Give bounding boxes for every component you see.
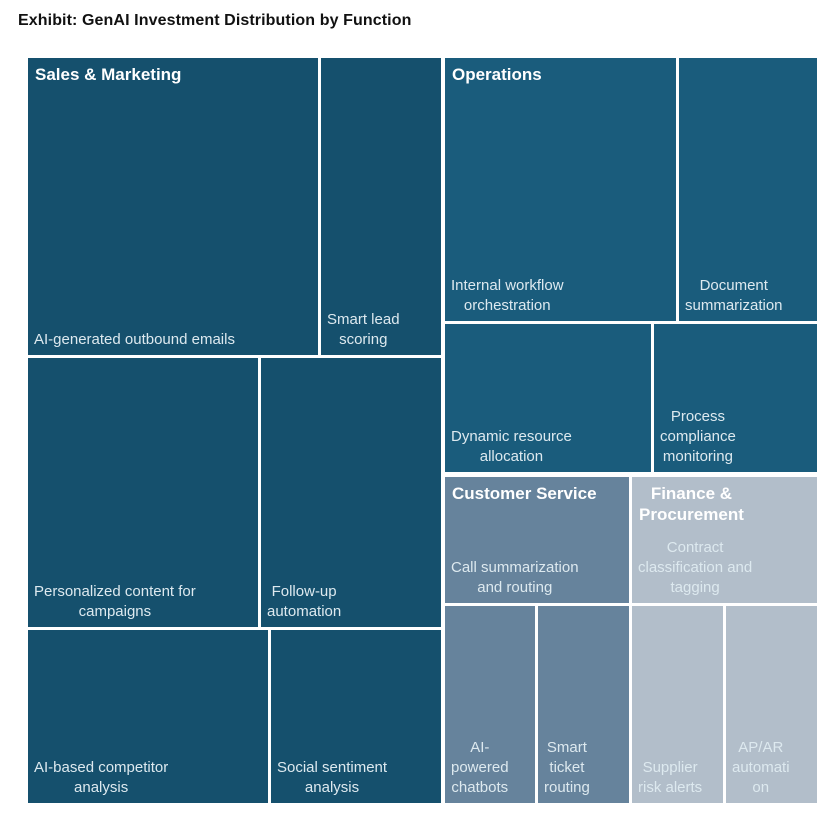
treemap-cell-internal-workflow-orchestration[interactable]: Operations Internal workflow orchestrati… [445, 58, 676, 321]
group-label-finance-procurement: Finance & Procurement [639, 484, 744, 525]
cell-label: Supplier risk alerts [638, 759, 703, 797]
cell-label: Follow-up automation [267, 583, 342, 621]
treemap-cell-call-summarization-and-routing[interactable]: Customer Service Call summarization and … [445, 477, 629, 603]
treemap-cell-ap-ar-automation[interactable]: AP/AR automati on [726, 606, 817, 803]
treemap-cell-contract-classification-and-tagging[interactable]: Finance & Procurement Contract classific… [632, 477, 817, 603]
group-label-operations: Operations [452, 65, 542, 84]
cell-label: Smart ticket routing [544, 739, 590, 797]
treemap-cell-ai-powered-chatbots[interactable]: AI- powered chatbots [445, 606, 535, 803]
treemap: Sales & Marketing AI-generated outbound … [28, 58, 817, 803]
treemap-cell-personalized-content-for-campaigns[interactable]: Personalized content for campaigns [28, 358, 258, 627]
cell-label: AI-generated outbound emails [34, 331, 235, 349]
cell-label: Process compliance monitoring [660, 408, 736, 466]
treemap-cell-smart-lead-scoring[interactable]: Smart lead scoring [321, 58, 441, 355]
treemap-cell-social-sentiment-analysis[interactable]: Social sentiment analysis [271, 630, 441, 803]
treemap-cell-supplier-risk-alerts[interactable]: Supplier risk alerts [632, 606, 723, 803]
cell-label: Smart lead scoring [327, 311, 400, 349]
cell-label: Contract classification and tagging [638, 539, 753, 597]
cell-label: Social sentiment analysis [277, 759, 388, 797]
treemap-cell-ai-generated-outbound-emails[interactable]: Sales & Marketing AI-generated outbound … [28, 58, 318, 355]
group-label-customer-service: Customer Service [452, 484, 597, 503]
treemap-cell-dynamic-resource-allocation[interactable]: Dynamic resource allocation [445, 324, 651, 472]
cell-label: Internal workflow orchestration [451, 277, 564, 315]
cell-label: Personalized content for campaigns [34, 583, 196, 621]
cell-label: AI- powered chatbots [451, 739, 509, 797]
treemap-cell-smart-ticket-routing[interactable]: Smart ticket routing [538, 606, 629, 803]
treemap-cell-ai-based-competitor-analysis[interactable]: AI-based competitor analysis [28, 630, 268, 803]
cell-label: Document summarization [685, 277, 783, 315]
treemap-cell-process-compliance-monitoring[interactable]: Process compliance monitoring [654, 324, 817, 472]
cell-label: Dynamic resource allocation [451, 428, 572, 466]
cell-label: Call summarization and routing [451, 559, 579, 597]
cell-label: AP/AR automati on [732, 739, 790, 797]
cell-label: AI-based competitor analysis [34, 759, 169, 797]
exhibit-title: Exhibit: GenAI Investment Distribution b… [18, 12, 412, 29]
treemap-cell-document-summarization[interactable]: Document summarization [679, 58, 817, 321]
group-label-sales-marketing: Sales & Marketing [35, 65, 182, 84]
treemap-cell-follow-up-automation[interactable]: Follow-up automation [261, 358, 441, 627]
